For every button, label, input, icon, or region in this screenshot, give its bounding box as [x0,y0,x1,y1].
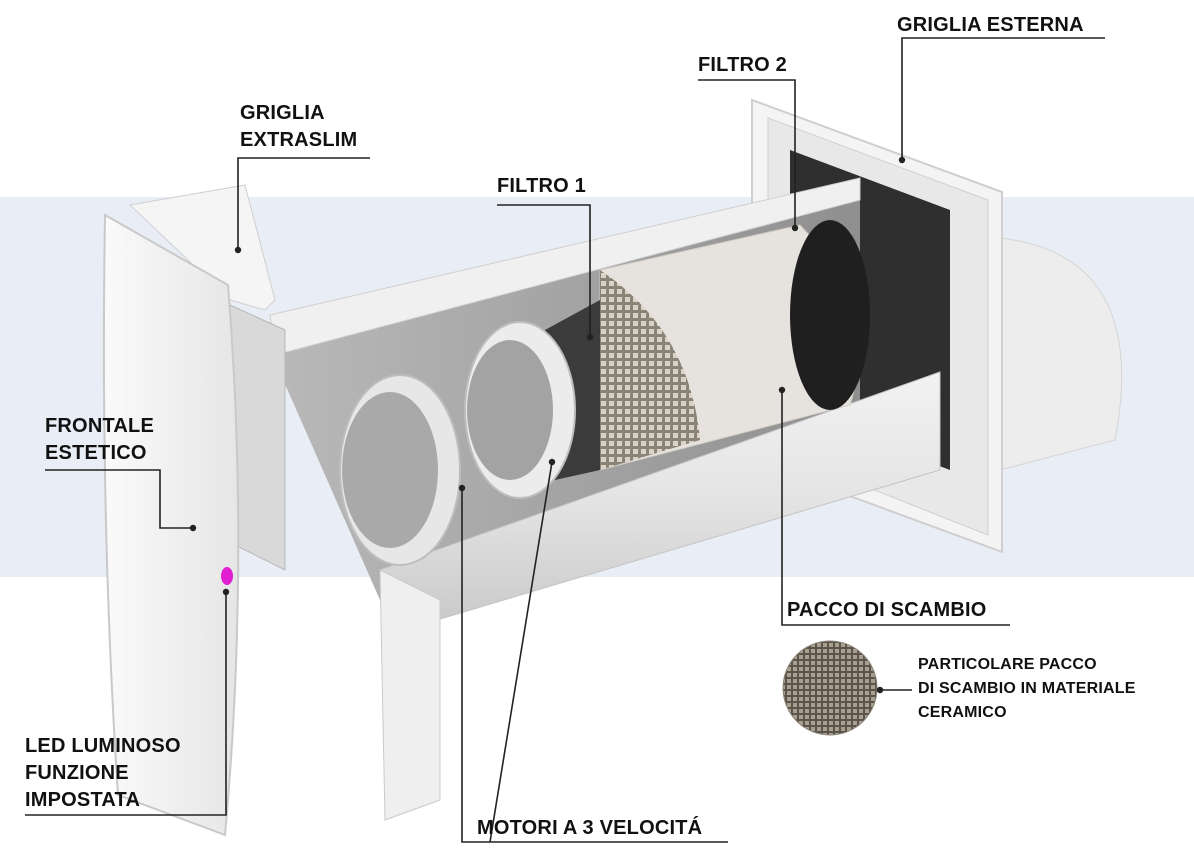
label-pacco-di-scambio: PACCO DI SCAMBIO [787,599,987,621]
label-griglia-esterna: GRIGLIA ESTERNA [897,14,1084,36]
leader-lines [25,37,1105,843]
leader-dots [189,156,906,694]
label-motori: MOTORI A 3 VELOCITÁ [477,817,703,839]
label-filtro-2: FILTRO 2 [698,54,788,76]
label-filtro-1: FILTRO 1 [497,175,587,197]
ceramic-detail [782,640,878,736]
label-particolare: PARTICOLARE PACCO DI SCAMBIO IN MATERIAL… [918,656,1136,721]
motor-fans [339,321,576,566]
front-frame [229,304,441,821]
label-griglia-extraslim: GRIGLIA EXTRASLIM [240,102,358,151]
led-indicator [221,567,233,585]
label-led-luminoso: LED LUMINOSO FUNZIONE IMPOSTATA [25,735,181,811]
label-frontale-estetico: FRONTALE ESTETICO [45,415,154,464]
exchange-pack [599,220,870,471]
